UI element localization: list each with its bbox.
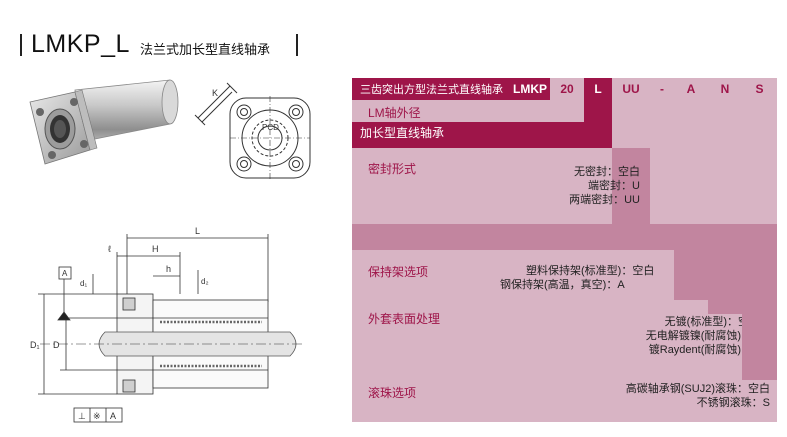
seal-connector bbox=[612, 148, 650, 224]
section-drawing: L H ℓ h d₁ d₂ D₁ D A ⊥ ※ A bbox=[30, 226, 305, 423]
surface-option-none: 无镀(标准型)：空白 bbox=[664, 316, 760, 328]
retainer-option-steel: 钢保持架(高温，真空)：A bbox=[500, 279, 625, 291]
product-image bbox=[29, 79, 179, 165]
lm-connector bbox=[584, 100, 612, 122]
surface-label: 外套表面处理 bbox=[368, 312, 441, 326]
ball-option-stainless: 不锈钢滚珠：S bbox=[696, 397, 770, 409]
code-surface: N bbox=[708, 78, 742, 100]
dim-D-label: D bbox=[53, 340, 60, 350]
code-seal: UU bbox=[612, 78, 650, 100]
lm-label: LM轴外径 bbox=[368, 106, 421, 120]
surface-options: 无镀(标准型)：空白 无电解镀镍(耐腐蚀)：N 镀Raydent(耐腐蚀)：R bbox=[580, 315, 760, 357]
dim-d1-label: d₁ bbox=[80, 279, 87, 288]
dim-H-label: H bbox=[152, 244, 159, 254]
surface-section bbox=[352, 300, 777, 370]
code-header-label: 三齿突出方型法兰式直线轴承 bbox=[352, 78, 510, 100]
ball-options: 高碳轴承钢(SUJ2)滚珠：空白 不锈钢滚珠：S bbox=[590, 382, 770, 410]
surface-option-n: 无电解镀镍(耐腐蚀)：N bbox=[645, 330, 760, 342]
dim-L-label: L bbox=[195, 226, 200, 236]
code-header-row: 三齿突出方型法兰式直线轴承 LMKP 20 L UU - A N S bbox=[352, 78, 777, 100]
tolerance-perp-symbol: ⊥ bbox=[78, 412, 86, 422]
seal-label: 密封形式 bbox=[368, 162, 417, 176]
code-lmkp: LMKP bbox=[510, 78, 550, 100]
seal-options: 无密封：空白 端密封：U 两端密封：UU bbox=[510, 165, 640, 207]
dim-d2-label: d₂ bbox=[201, 277, 209, 286]
tolerance-datum-symbol: A bbox=[110, 411, 116, 421]
datum-a-label: A bbox=[62, 269, 68, 278]
surface-connector bbox=[708, 224, 742, 314]
dim-l-label: ℓ bbox=[108, 244, 112, 254]
title-right-bar bbox=[296, 34, 298, 56]
code-dash: - bbox=[650, 78, 674, 100]
lm-row-bg bbox=[352, 100, 598, 122]
ball-label: 滚珠选项 bbox=[368, 386, 417, 400]
seal-option-none: 无密封：空白 bbox=[574, 166, 640, 178]
code-ball: S bbox=[742, 78, 777, 100]
page-title: LMKP_L bbox=[31, 30, 130, 58]
ball-connector bbox=[742, 224, 777, 380]
ball-section bbox=[352, 370, 777, 422]
tolerance-star-symbol: ※ bbox=[93, 412, 101, 422]
retainer-options: 塑料保持架(标准型)：空白 钢保持架(高温，真空)：A bbox=[500, 264, 670, 292]
dim-pcd-label: PCD bbox=[262, 123, 279, 132]
surface-option-r: 镀Raydent(耐腐蚀)：R bbox=[648, 344, 760, 356]
long-type-label: 加长型直线轴承 bbox=[360, 126, 445, 140]
retainer-connector bbox=[674, 224, 708, 300]
code-retainer: A bbox=[674, 78, 708, 100]
page-subtitle: 法兰式加长型直线轴承 bbox=[140, 42, 271, 57]
seal-option-u: 端密封：U bbox=[588, 180, 640, 192]
code-l: L bbox=[584, 78, 612, 100]
front-view-drawing: K PCD bbox=[194, 82, 311, 180]
seal-section bbox=[352, 148, 777, 224]
title-left-bar bbox=[20, 34, 22, 56]
dim-h-label: h bbox=[166, 264, 171, 274]
retainer-option-plastic: 塑料保持架(标准型)：空白 bbox=[526, 265, 655, 277]
dim-k-label: K bbox=[212, 88, 218, 98]
ball-option-suj2: 高碳轴承钢(SUJ2)滚珠：空白 bbox=[625, 383, 770, 395]
dim-D1-label: D₁ bbox=[30, 340, 40, 350]
code-size: 20 bbox=[550, 78, 584, 100]
retainer-label: 保持架选项 bbox=[368, 265, 429, 279]
table-right-column bbox=[612, 100, 777, 148]
seal-option-uu: 两端密封：UU bbox=[569, 194, 640, 206]
long-type-row: 加长型直线轴承 bbox=[352, 122, 612, 148]
